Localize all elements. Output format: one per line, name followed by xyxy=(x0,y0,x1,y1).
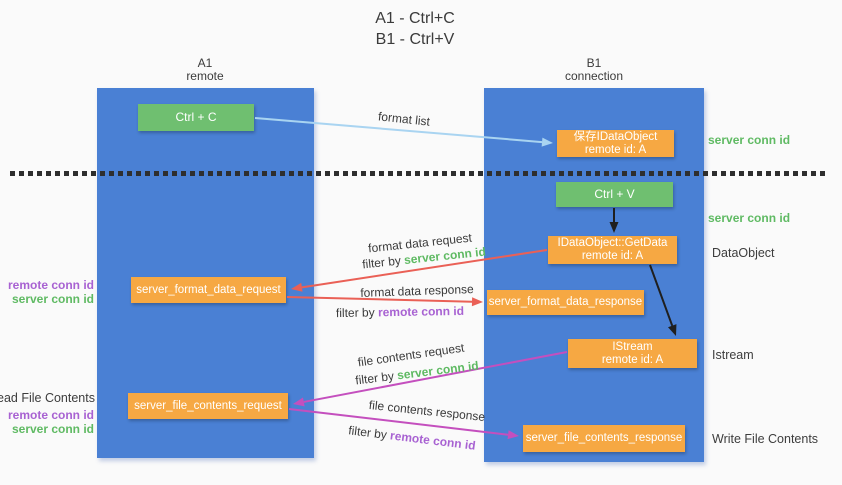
node-server-file-contents-request: server_file_contents_request xyxy=(128,393,288,419)
format-list-label: format list xyxy=(377,109,431,129)
node-idataobject-getdata: IDataObject::GetData remote id: A xyxy=(548,236,677,264)
node-server-format-data-response-label: server_format_data_response xyxy=(488,296,643,308)
session-divider-dotted-line xyxy=(10,171,826,176)
left-conn-id-pair-1: remote conn id server conn id xyxy=(8,278,94,306)
left-server-conn-id-2: server conn id xyxy=(11,422,94,436)
left-conn-id-pair-2: remote conn id server conn id xyxy=(8,408,94,436)
filter-by-text-3: filter by xyxy=(354,368,395,388)
lifeline-b1-name: B1 xyxy=(586,56,602,70)
node-ctrl-c: Ctrl + C xyxy=(138,104,254,131)
right-server-conn-id-2: server conn id xyxy=(708,211,791,225)
node-server-file-contents-response-label: server_file_contents_response xyxy=(525,432,683,444)
left-remote-conn-id-1: remote conn id xyxy=(7,278,94,292)
node-istream: IStream remote id: A xyxy=(568,339,697,368)
node-server-format-data-response: server_format_data_response xyxy=(487,290,644,315)
read-file-contents-label: Read File Contents xyxy=(0,391,95,405)
node-istream-line1: IStream xyxy=(612,340,653,353)
node-server-file-contents-response: server_file_contents_response xyxy=(523,425,685,452)
format-data-response-arrow-head xyxy=(471,297,483,307)
node-ctrl-v-label: Ctrl + V xyxy=(594,187,635,201)
lifeline-a1-header: A1 remote xyxy=(145,57,265,83)
node-server-format-data-request-label: server_format_data_request xyxy=(136,283,281,296)
lifeline-a1-role: remote xyxy=(186,69,224,83)
filter-by-text-1: filter by xyxy=(361,253,402,272)
node-idataobject-getdata-line1: IDataObject::GetData xyxy=(557,237,668,249)
node-ctrl-c-label: Ctrl + C xyxy=(175,110,217,124)
istream-side-label: Istream xyxy=(712,348,754,362)
node-save-idataobject-line1: 保存IDataObject xyxy=(573,130,658,143)
filter-by-remote-conn-id-label-1: filter by remote conn id xyxy=(336,304,464,320)
dataobject-label: DataObject xyxy=(712,246,775,260)
right-server-conn-id-1: server conn id xyxy=(708,133,791,147)
lifeline-b1-role: connection xyxy=(564,69,624,83)
left-server-conn-id-1: server conn id xyxy=(11,292,94,306)
node-istream-line2: remote id: A xyxy=(601,353,664,366)
remote-conn-id-text-2: remote conn id xyxy=(389,428,477,453)
title-line-2: B1 - Ctrl+V xyxy=(375,31,455,48)
title-line-1: A1 - Ctrl+C xyxy=(375,10,455,27)
lifeline-b1-header: B1 connection xyxy=(534,57,654,83)
node-idataobject-getdata-line2: remote id: A xyxy=(581,250,644,262)
node-ctrl-v: Ctrl + V xyxy=(556,182,673,207)
node-save-idataobject: 保存IDataObject remote id: A xyxy=(557,130,674,157)
filter-by-text-2: filter by xyxy=(335,305,375,321)
diagram-title: A1 - Ctrl+C B1 - Ctrl+V xyxy=(330,8,500,50)
node-server-file-contents-request-label: server_file_contents_request xyxy=(134,399,282,412)
filter-by-text-4: filter by xyxy=(347,423,388,442)
remote-conn-id-text-1: remote conn id xyxy=(377,303,465,320)
file-contents-response-label: file contents response xyxy=(368,397,486,425)
format-data-response-label: format data response xyxy=(360,282,474,300)
filter-by-remote-conn-id-label-2: filter by remote conn id xyxy=(348,423,477,453)
left-remote-conn-id-2: remote conn id xyxy=(7,408,94,422)
node-server-format-data-request: server_format_data_request xyxy=(131,277,286,303)
node-save-idataobject-line2: remote id: A xyxy=(584,143,647,156)
write-file-contents-label: Write File Contents xyxy=(712,432,819,446)
lifeline-a1-name: A1 xyxy=(197,56,213,70)
